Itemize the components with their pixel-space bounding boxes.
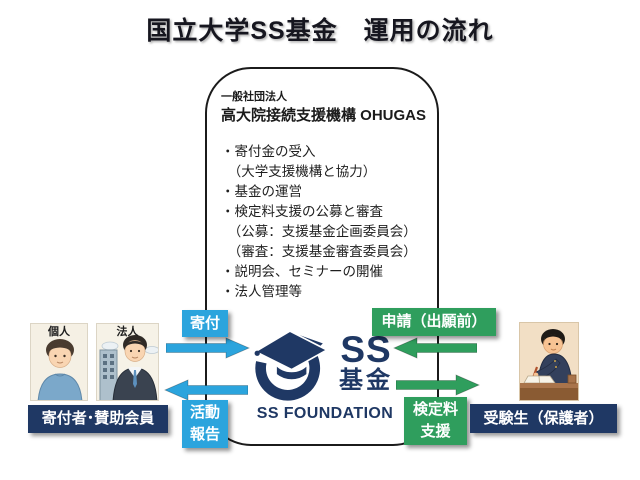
activity-line: （大学支援機構と協力） <box>221 164 377 179</box>
activity-line: ・説明会、セミナーの開催 <box>221 264 383 279</box>
exam-fee-line2: 支援 <box>420 423 451 440</box>
organization-box: 一般社団法人 高大院接続支援機構 OHUGAS ・寄付金の受入 （大学支援機構と… <box>205 67 439 446</box>
activity-report-line1: 活動 <box>189 404 220 421</box>
graduation-cap-icon <box>253 331 329 401</box>
logo-fund-text: 基金 <box>339 367 393 394</box>
activity-report-arrow-left <box>164 379 248 401</box>
individual-label: 個人 <box>48 326 70 338</box>
exam-fee-label: 検定料 支援 <box>404 397 467 445</box>
activity-line: ・寄付金の受入 <box>221 144 316 159</box>
page-title: 国立大学SS基金 運用の流れ <box>146 17 494 45</box>
individual-donor-card: 個人 <box>30 323 88 401</box>
application-arrow-left <box>393 337 477 359</box>
org-name: 高大院接続支援機構 OHUGAS <box>221 107 427 124</box>
org-activity-list: ・寄付金の受入 （大学支援機構と協力） ・基金の運営 ・検定料支援の公募と審査 … <box>221 142 429 302</box>
donors-caption: 寄付者･賛助会員 <box>28 405 168 433</box>
exam-fee-line1: 検定料 <box>412 401 458 418</box>
activity-line: （審査：支援基金審査委員会） <box>221 244 417 259</box>
corporate-person-icon <box>99 335 158 400</box>
activity-line: ・検定料支援の公募と審査 <box>221 204 383 219</box>
donation-label: 寄付 <box>182 310 228 337</box>
activity-line: ・法人管理等 <box>221 284 302 299</box>
students-caption: 受験生（保護者） <box>470 404 617 433</box>
student-writing-icon <box>520 329 578 400</box>
activity-line: ・基金の運営 <box>221 184 302 199</box>
student-illustration <box>519 322 579 401</box>
corporate-label: 法人 <box>116 326 139 338</box>
activity-report-label: 活動 報告 <box>182 400 228 448</box>
exam-fee-arrow-right <box>396 374 480 396</box>
logo-wordmark: SS 基金 <box>333 331 399 394</box>
activity-report-line2: 報告 <box>189 426 220 443</box>
activity-line: （公募：支援基金企画委員会） <box>221 224 417 239</box>
donation-arrow-right <box>166 337 250 359</box>
logo-ss-text: SS <box>340 329 392 370</box>
corporate-donor-card: 法人 <box>96 323 159 401</box>
individual-person-icon <box>37 339 83 400</box>
logo-foundation-text: SS FOUNDATION <box>256 405 394 422</box>
application-label: 申請（出願前） <box>372 308 496 336</box>
ss-foundation-logo: SS 基金 SS FOUNDATION <box>249 331 401 423</box>
org-subtitle: 一般社団法人 <box>221 91 287 103</box>
